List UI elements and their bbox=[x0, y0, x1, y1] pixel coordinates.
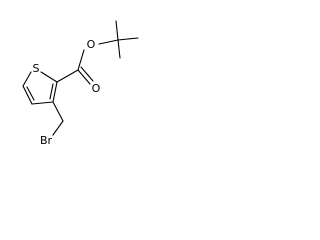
bond-s-c2 bbox=[40, 71, 58, 83]
bond-tbu-methyl-right bbox=[117, 37, 139, 41]
bond-c2-c3-inner bbox=[49, 83, 54, 100]
bond-carbonyl-o-double-b bbox=[80, 66, 94, 82]
carbonyl-oxygen-label: O bbox=[92, 82, 101, 95]
bond-c3-ch2 bbox=[52, 101, 64, 122]
bond-carbonyl-o-double-a bbox=[77, 69, 91, 85]
bond-tbu-methyl-down bbox=[117, 39, 121, 59]
bond-carbonyl-ester-o bbox=[77, 49, 85, 71]
bond-tbu-methyl-up bbox=[115, 20, 119, 41]
bond-c5-s bbox=[22, 71, 32, 87]
thiophene-ring bbox=[22, 71, 58, 105]
ester-group bbox=[56, 39, 119, 85]
bond-c2-c3 bbox=[52, 81, 58, 103]
chemical-structure: S O O Br bbox=[22, 20, 139, 147]
bond-ester-o-tbu bbox=[98, 39, 119, 45]
ester-oxygen-label: O bbox=[87, 38, 96, 51]
bromomethyl-group bbox=[52, 101, 64, 136]
bond-ch2-br bbox=[52, 120, 64, 136]
tert-butyl-group bbox=[115, 20, 139, 59]
bond-c2-carbonyl bbox=[56, 69, 79, 83]
bond-c4-c5 bbox=[22, 85, 33, 105]
bond-c3-c4 bbox=[31, 101, 54, 105]
bond-c4-c5-inner bbox=[26, 86, 35, 101]
bromine-atom-label: Br bbox=[40, 134, 53, 147]
sulfur-atom-label: S bbox=[33, 62, 40, 75]
